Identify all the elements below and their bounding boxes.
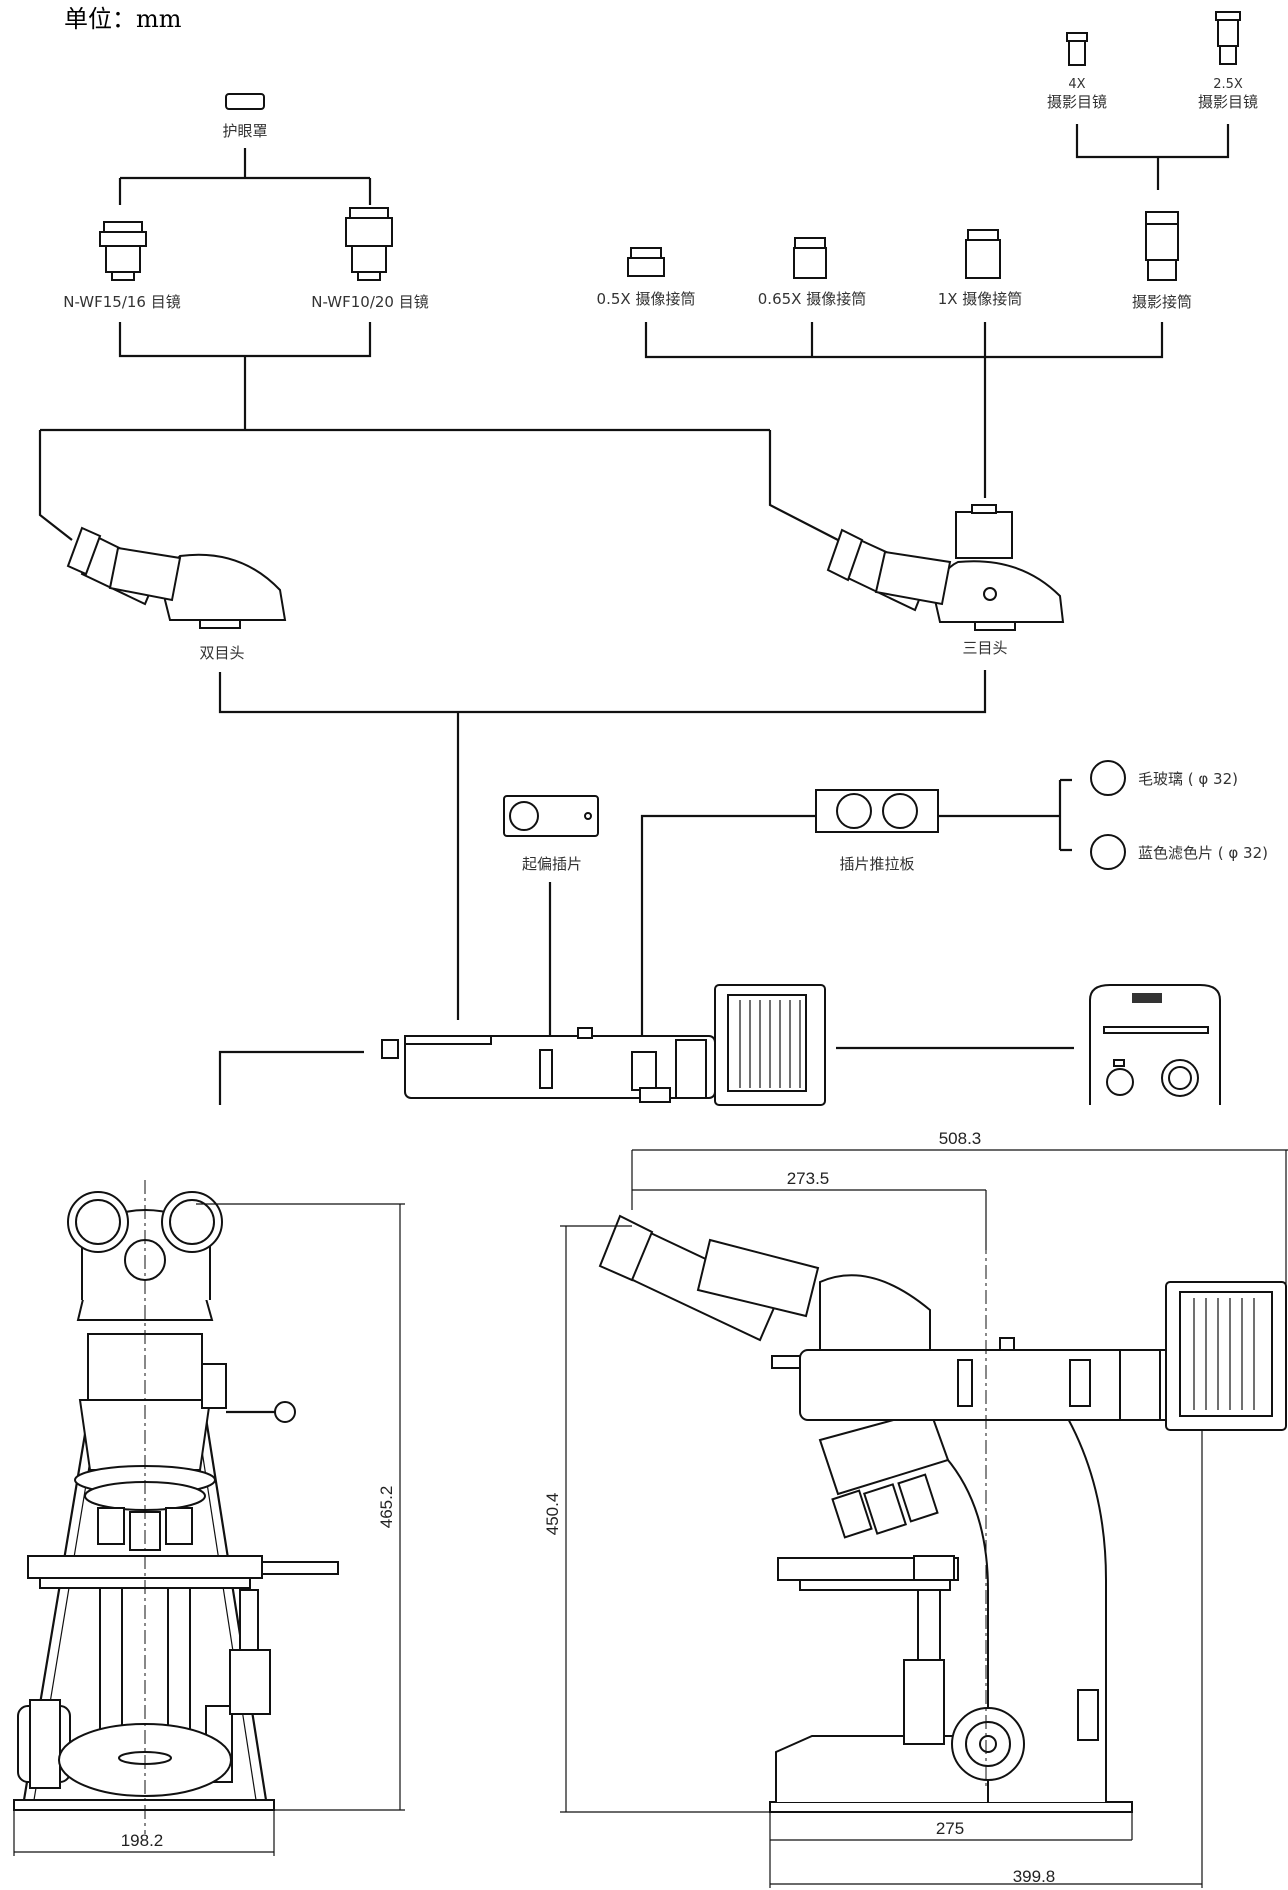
- binocular-head-label: 双目头: [199, 644, 244, 662]
- side-total-length-dim: 508.3: [939, 1129, 982, 1148]
- c-mount-05x-label: 0.5X 摄像接筒: [597, 290, 696, 308]
- photo-eyepiece-connector: [1075, 124, 1230, 190]
- eyepiece-connector: [38, 322, 839, 541]
- side-view-drawing: [598, 1190, 1287, 1813]
- trinocular-head-part: [826, 504, 1065, 631]
- trinocular-head-label: 三目头: [962, 639, 1007, 657]
- eyepiece-15-16-label: N-WF15/16 目镜: [63, 293, 180, 311]
- filter-slider-part: [815, 789, 939, 833]
- side-base-dim: 275: [936, 1819, 964, 1838]
- eye-cup-part: [225, 93, 265, 110]
- eye-cup-connector: [118, 148, 372, 205]
- c-mount-1x-label: 1X 摄像接筒: [938, 290, 1023, 308]
- ground-glass-part: [1090, 760, 1126, 796]
- power-supply-partial: [1089, 984, 1221, 1105]
- polarizer-slider-label: 起偏插片: [522, 855, 582, 873]
- filter-connector: [640, 778, 1072, 1040]
- eyepiece-15-16-part: [99, 221, 147, 281]
- binocular-head-part: [66, 526, 287, 629]
- microscope-body-partial: [218, 984, 1074, 1106]
- photo-eyepiece-25x-name: 摄影目镜: [1198, 93, 1258, 111]
- photo-eyepiece-25x-mag: 2.5X: [1213, 77, 1243, 92]
- side-depth-dim: 399.8: [1013, 1867, 1056, 1886]
- front-view-drawing: [13, 1180, 339, 1834]
- photo-eyepiece-4x-name: 摄影目镜: [1047, 93, 1107, 111]
- side-head-length-dim: 273.5: [787, 1169, 830, 1188]
- front-dimension-lines: [13, 1203, 405, 1856]
- camera-adapter-connector: [644, 322, 1164, 498]
- ground-glass-label: 毛玻璃 ( φ 32): [1138, 770, 1238, 788]
- blue-filter-label: 蓝色滤色片 ( φ 32): [1138, 844, 1268, 862]
- c-mount-05x-part: [627, 247, 665, 277]
- polarizer-slider-part: [503, 795, 599, 837]
- photo-tube-part: [1145, 211, 1179, 281]
- photo-eyepiece-4x-part: [1066, 32, 1088, 66]
- photo-tube-label: 摄影接筒: [1132, 293, 1192, 311]
- c-mount-065x-part: [793, 237, 827, 279]
- unit-label: 单位：mm: [64, 5, 182, 33]
- eyepiece-10-20-label: N-WF10/20 目镜: [311, 293, 428, 311]
- photo-eyepiece-4x-mag: 4X: [1068, 77, 1085, 92]
- front-width-dim: 198.2: [121, 1831, 164, 1850]
- side-height-dim: 450.4: [543, 1493, 562, 1536]
- photo-eyepiece-25x-part: [1215, 11, 1241, 65]
- eye-cup-label: 护眼罩: [222, 122, 267, 140]
- head-connector: [218, 670, 987, 1020]
- c-mount-065x-label: 0.65X 摄像接筒: [758, 290, 866, 308]
- blue-filter-part: [1090, 834, 1126, 870]
- side-dimension-lines: [560, 1149, 1288, 1888]
- eyepiece-10-20-part: [345, 207, 393, 281]
- filter-slider-label: 插片推拉板: [839, 855, 914, 873]
- front-height-dim: 465.2: [377, 1486, 396, 1529]
- c-mount-1x-part: [965, 229, 1001, 279]
